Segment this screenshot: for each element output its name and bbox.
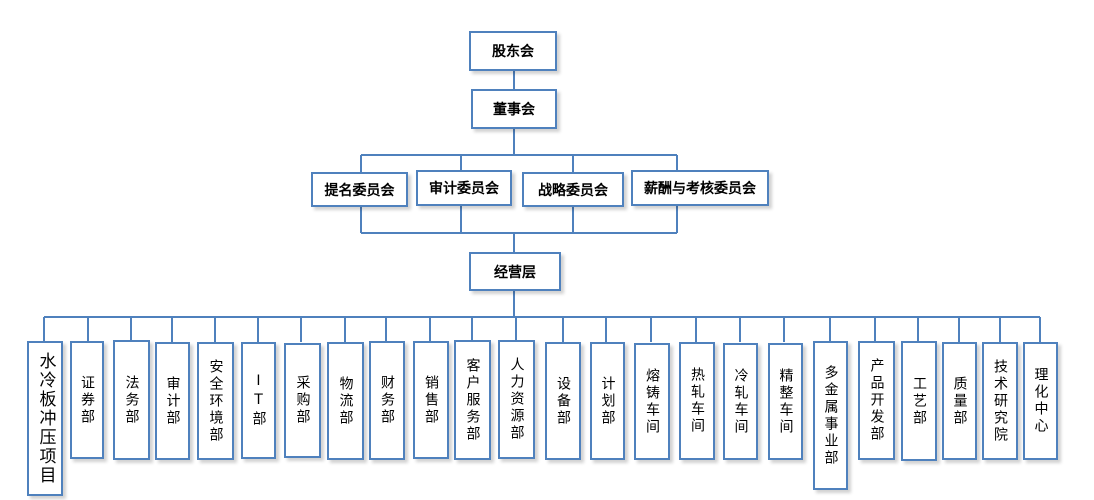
- node-dept-hr: 人力资源部: [498, 340, 535, 459]
- node-dept-physchem: 理化中心: [1023, 342, 1058, 460]
- node-dept-securities: 证券部: [70, 341, 104, 459]
- node-dept-polymetal: 多金属事业部: [813, 341, 848, 490]
- node-dept-tech-institute: 技术研究院: [982, 342, 1018, 460]
- node-dept-customer-service: 客户服务部: [454, 340, 491, 460]
- node-committee-nomination: 提名委员会: [311, 172, 408, 207]
- node-dept-audit: 审计部: [155, 342, 190, 460]
- node-dept-legal: 法务部: [113, 340, 150, 460]
- node-committee-strategy: 战略委员会: [522, 172, 624, 207]
- node-board: 董事会: [471, 89, 557, 129]
- node-committee-compensation: 薪酬与考核委员会: [631, 170, 769, 206]
- node-dept-quality: 质量部: [942, 342, 977, 460]
- node-dept-logistics: 物流部: [327, 342, 364, 460]
- node-shareholders: 股东会: [469, 31, 557, 71]
- node-dept-safety-env: 安全环境部: [197, 342, 234, 460]
- node-dept-hot-rolling: 热轧车间: [679, 342, 715, 460]
- node-dept-water-cooling: 水冷板冲压项目: [27, 341, 63, 496]
- node-management: 经营层: [469, 252, 561, 291]
- node-dept-process: 工艺部: [901, 341, 937, 461]
- node-dept-finance: 财务部: [369, 341, 405, 460]
- node-dept-it: IT部: [241, 342, 276, 459]
- node-dept-cold-rolling: 冷轧车间: [723, 343, 758, 460]
- node-dept-finishing: 精整车间: [768, 343, 803, 460]
- node-dept-sales: 销售部: [413, 341, 449, 459]
- node-dept-casting: 熔铸车间: [634, 343, 670, 460]
- node-dept-equipment: 设备部: [545, 342, 581, 460]
- node-dept-product-dev: 产品开发部: [858, 341, 895, 460]
- node-dept-procurement: 采购部: [284, 343, 321, 458]
- node-committee-audit: 审计委员会: [416, 170, 512, 206]
- node-dept-planning: 计划部: [590, 342, 625, 460]
